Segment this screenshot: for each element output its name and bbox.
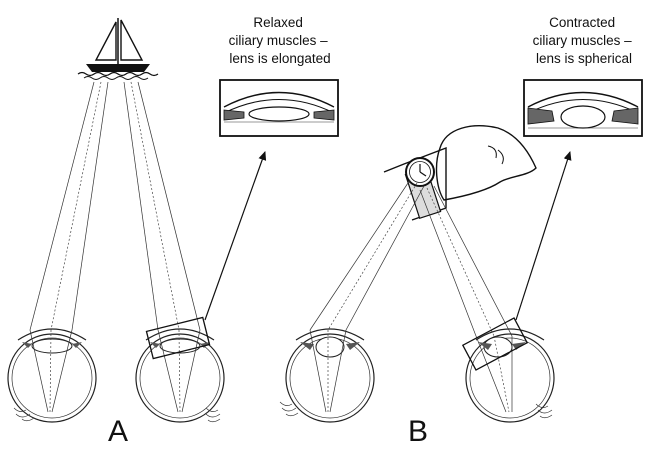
arrow-to-inset-b	[515, 151, 572, 321]
caption-b-line-1: Contracted	[549, 15, 615, 30]
arrow-to-inset-a	[204, 151, 267, 321]
panel-a: Relaxed ciliary muscles – lens is elonga…	[7, 15, 339, 448]
eye-a-left	[7, 328, 97, 423]
wristwatch-hand-icon	[383, 125, 537, 221]
zoom-box-a	[145, 316, 211, 360]
inset-b-lens-spherical	[523, 79, 643, 137]
light-rays-a	[29, 81, 201, 331]
eye-a-right	[135, 316, 225, 423]
caption-a-line-2: ciliary muscles –	[229, 33, 329, 48]
inset-a-lens-elongated	[219, 79, 339, 137]
eye-b-left	[279, 328, 375, 423]
zoom-box-b	[461, 317, 529, 371]
caption-a-line-1: Relaxed	[253, 15, 303, 30]
light-rays-b	[309, 179, 513, 337]
caption-a: Relaxed ciliary muscles – lens is elonga…	[229, 15, 332, 66]
caption-a-line-3: lens is elongated	[229, 51, 330, 66]
caption-b-line-2: ciliary muscles –	[533, 33, 633, 48]
eye-b-right	[461, 317, 555, 423]
panel-b: Contracted ciliary muscles – lens is sph…	[279, 15, 643, 448]
sailboat-icon	[77, 18, 159, 80]
panel-label-b: B	[408, 415, 428, 448]
caption-b-line-3: lens is spherical	[536, 51, 632, 66]
caption-b: Contracted ciliary muscles – lens is sph…	[533, 15, 636, 66]
panel-label-a: A	[108, 415, 128, 448]
